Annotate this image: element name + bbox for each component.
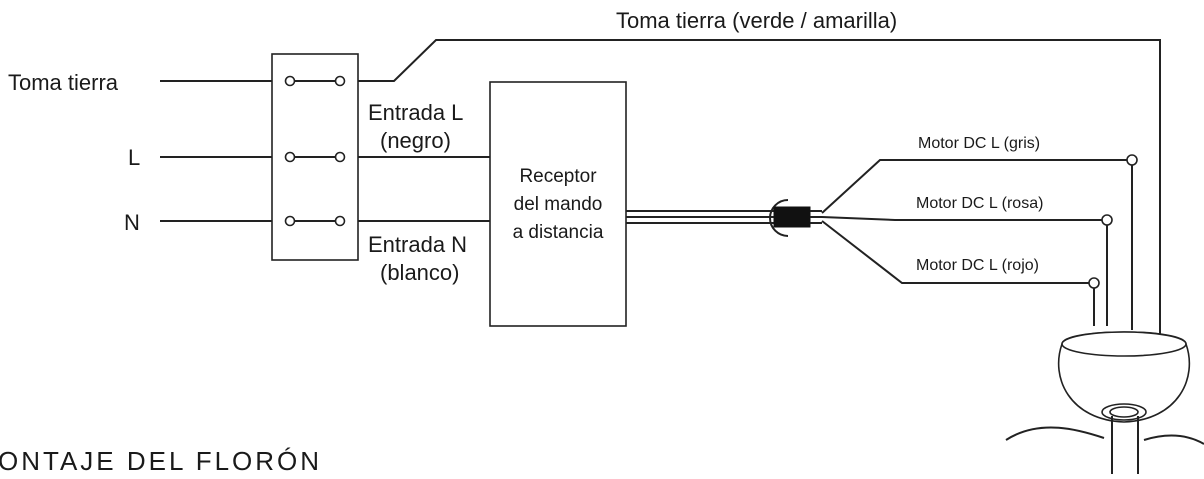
motor-pink-label: Motor DC L (rosa) — [916, 195, 1043, 212]
terminal-row-ground — [284, 75, 346, 87]
ground-top-label: Toma tierra (verde / amarilla) — [616, 8, 897, 33]
section-heading: ONTAJE DEL FLORÓN — [0, 446, 322, 474]
motor-terminal-grey — [1126, 154, 1138, 166]
motor-terminal-pink — [1101, 214, 1113, 226]
entrada-l-color-label: (negro) — [380, 128, 451, 153]
motor-terminal-red — [1088, 277, 1100, 289]
motor-wire-pink — [821, 216, 1107, 221]
entrada-l-label: Entrada L — [368, 100, 463, 125]
receiver-label-line1: Receptor — [519, 166, 597, 187]
motor-grey-label: Motor DC L (gris) — [918, 135, 1040, 152]
ground-wire-to-fan — [358, 39, 1161, 334]
neutral-input-label: N — [124, 210, 140, 235]
motor-red-label: Motor DC L (rojo) — [916, 257, 1039, 274]
ground-input-label: Toma tierra — [8, 70, 119, 95]
motor-wire-red — [821, 220, 1094, 284]
receiver-output-wires — [626, 210, 776, 224]
entrada-n-label: Entrada N — [368, 232, 467, 257]
receiver-label-line3: a distancia — [513, 222, 604, 243]
motor-wire-grey — [821, 159, 1132, 214]
terminal-row-neutral — [284, 215, 346, 227]
live-input-label: L — [128, 145, 140, 170]
fan-motor-icon — [1005, 331, 1204, 474]
connector-housing — [769, 199, 789, 237]
entrada-n-color-label: (blanco) — [380, 260, 459, 285]
receiver-label-line2: del mando — [514, 194, 603, 215]
connector-plug-icon — [773, 206, 811, 228]
receiver-box — [489, 81, 627, 327]
terminal-row-live — [284, 151, 346, 163]
